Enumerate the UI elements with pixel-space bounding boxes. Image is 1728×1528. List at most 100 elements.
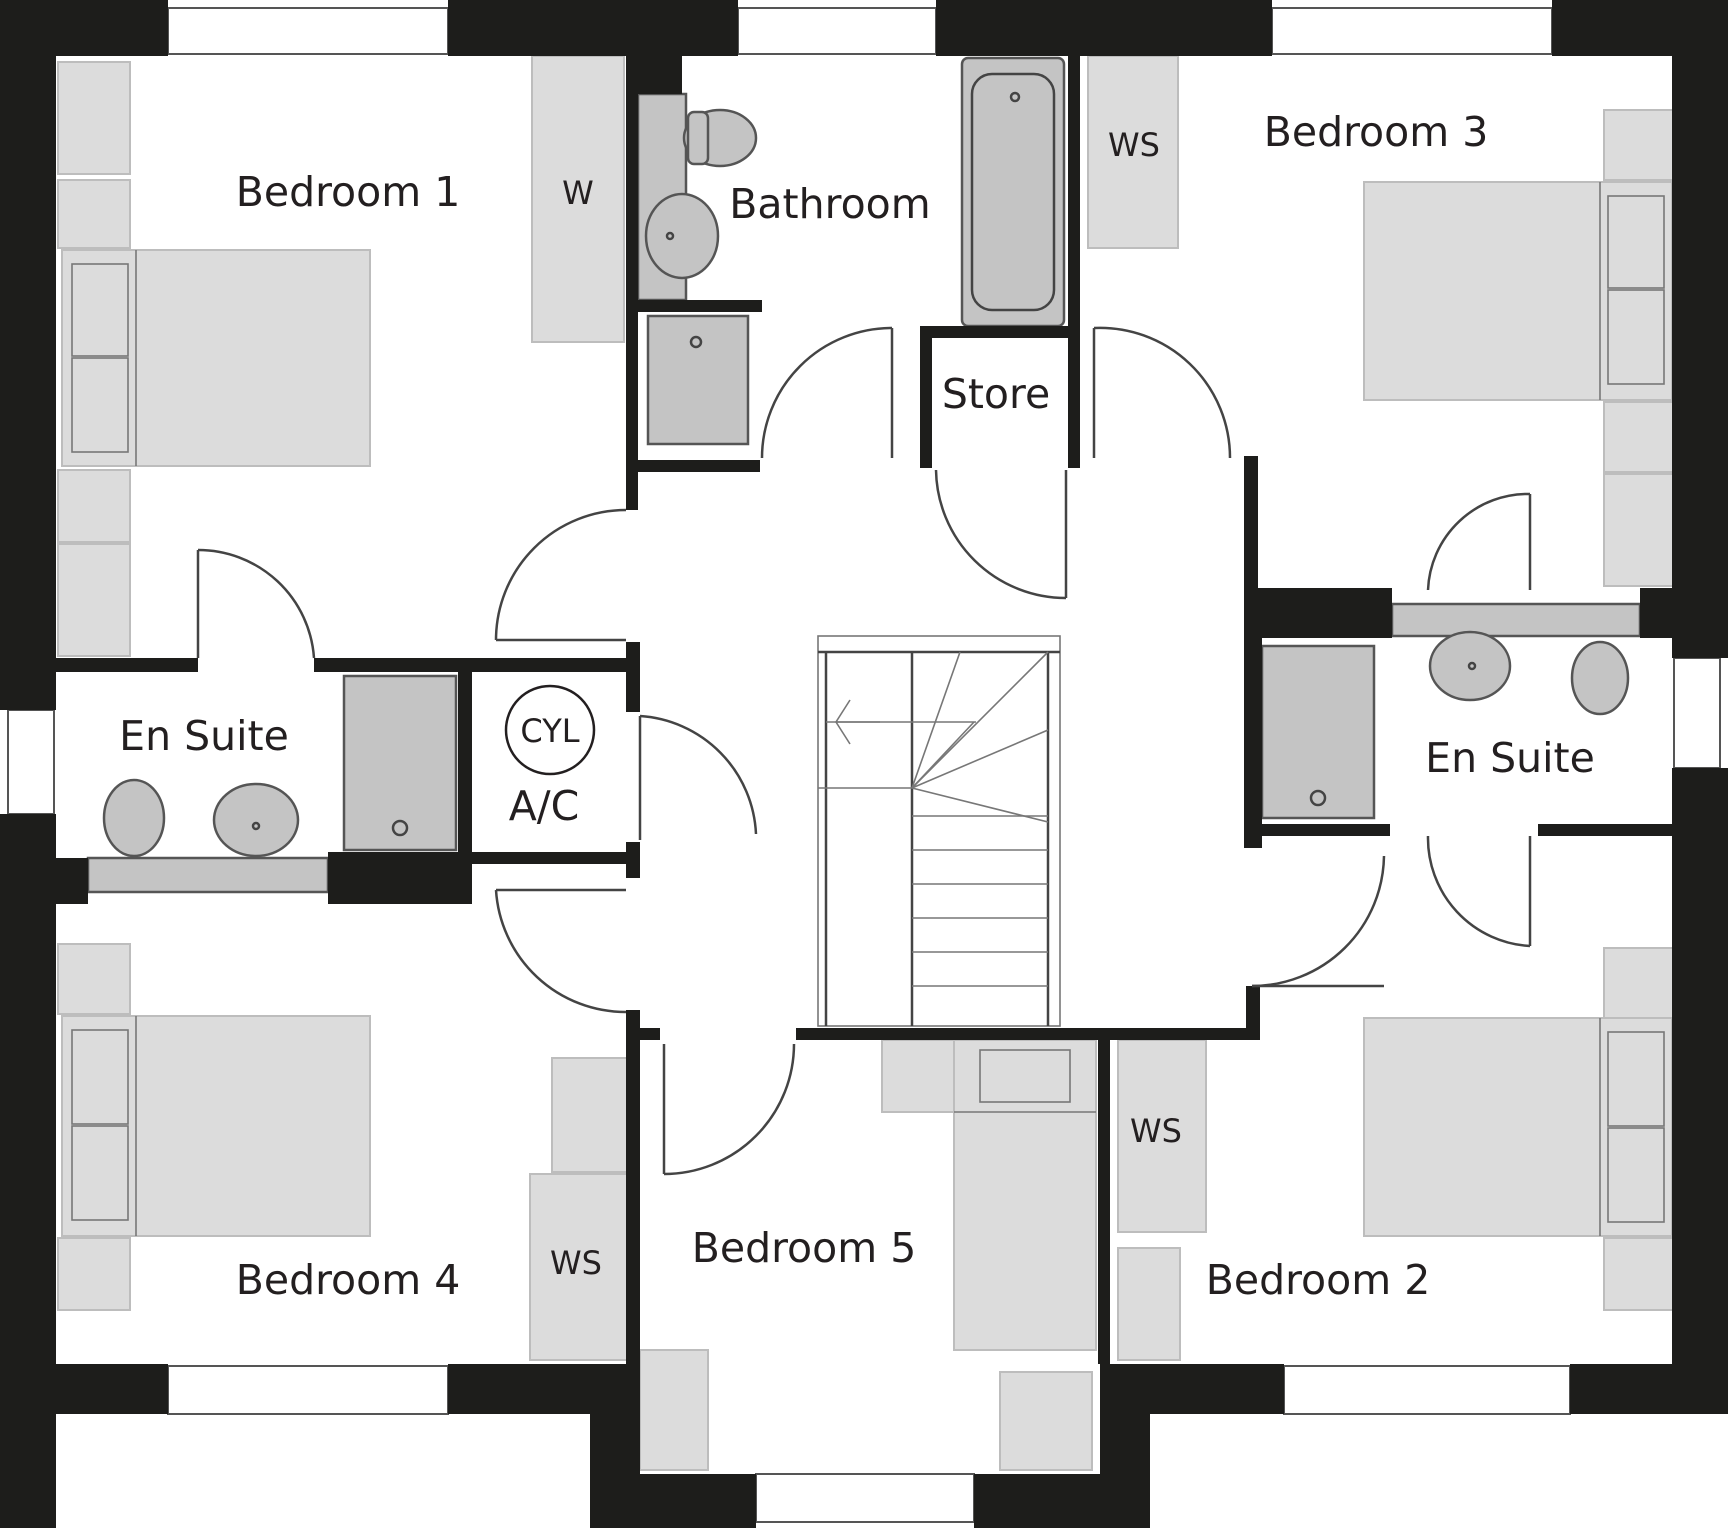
window xyxy=(1673,657,1721,769)
wall xyxy=(1244,638,1262,848)
bedside-table xyxy=(57,179,131,249)
window xyxy=(167,7,449,55)
bedside-table xyxy=(1603,109,1677,181)
wall xyxy=(638,56,682,94)
wall xyxy=(626,842,640,878)
bedside-table xyxy=(1603,947,1677,1019)
wall xyxy=(1246,986,1260,1040)
wall xyxy=(0,814,56,1528)
bedside-table xyxy=(57,1237,131,1311)
pillow xyxy=(1607,195,1665,289)
wall xyxy=(0,0,56,710)
pillow xyxy=(1607,289,1665,385)
toilet xyxy=(102,778,166,858)
wall xyxy=(638,460,760,472)
sanitary-fixtures xyxy=(86,56,1642,894)
wall xyxy=(638,300,762,312)
label-wardrobe-store: WS xyxy=(550,1244,602,1282)
label-cylinder: CYL xyxy=(520,712,579,750)
wall xyxy=(1100,1414,1150,1528)
wall xyxy=(1672,768,1728,1410)
wall xyxy=(0,1364,168,1414)
pillow xyxy=(71,263,129,357)
wall xyxy=(328,852,472,904)
wardrobe-store xyxy=(551,1057,629,1173)
dressing-table xyxy=(1117,1247,1181,1361)
basin xyxy=(212,782,300,858)
wall xyxy=(920,326,932,468)
wall xyxy=(626,56,638,510)
label-bedroom-2: Bedroom 2 xyxy=(1206,1256,1431,1304)
label-bedroom-3: Bedroom 3 xyxy=(1264,108,1489,156)
bedside-table xyxy=(57,943,131,1015)
wall xyxy=(1640,588,1728,638)
cylinder-circle xyxy=(504,684,596,776)
bedside-table xyxy=(1603,1237,1677,1311)
window xyxy=(7,709,55,815)
chest-of-drawers xyxy=(57,543,131,657)
pillow xyxy=(71,357,129,453)
bedside-table xyxy=(57,469,131,543)
pillow xyxy=(71,1029,129,1125)
wall xyxy=(56,658,198,672)
shower-tray xyxy=(646,314,750,446)
label-wardrobe-store: WS xyxy=(1108,126,1160,164)
windows xyxy=(7,7,1721,1523)
wall xyxy=(626,1010,640,1364)
wardrobe-store xyxy=(1117,1039,1207,1233)
chest-of-drawers xyxy=(639,1349,709,1471)
wall xyxy=(1244,456,1258,588)
chest-of-drawers xyxy=(1603,473,1677,587)
wall xyxy=(1262,824,1390,836)
wall xyxy=(1098,1040,1110,1364)
bath xyxy=(960,56,1066,328)
furniture xyxy=(57,55,1677,1471)
bed-details xyxy=(71,182,1665,1236)
window xyxy=(755,1473,975,1523)
labels: Bedroom 1 W Bathroom WS Bedroom 3 Store … xyxy=(119,108,1595,1304)
wardrobe-store xyxy=(1087,55,1179,249)
basin xyxy=(644,192,720,280)
toilet xyxy=(1570,640,1630,716)
wall xyxy=(314,658,636,672)
pillow xyxy=(71,1125,129,1221)
label-wardrobe: W xyxy=(562,174,594,212)
wall xyxy=(1570,1364,1728,1414)
bedside-table xyxy=(1603,401,1677,473)
wall xyxy=(796,1028,1260,1040)
pillow xyxy=(979,1049,1071,1103)
label-en-suite-left: En Suite xyxy=(119,712,289,760)
wall xyxy=(640,1028,660,1040)
shower-tray xyxy=(1260,644,1376,820)
wall xyxy=(626,642,640,712)
wall xyxy=(472,852,640,864)
single-bed xyxy=(953,1039,1097,1351)
staircase xyxy=(817,635,1061,1027)
wall xyxy=(56,858,88,904)
pillow xyxy=(1607,1031,1665,1127)
window xyxy=(1283,1365,1571,1415)
window xyxy=(1271,7,1553,55)
label-en-suite-right: En Suite xyxy=(1425,734,1595,782)
wall xyxy=(1100,1364,1284,1414)
wall xyxy=(1538,824,1672,836)
wall xyxy=(448,1364,640,1414)
wall xyxy=(1672,0,1728,658)
vanity-counter xyxy=(86,856,330,894)
bedside-table xyxy=(881,1039,955,1113)
chest-of-drawers xyxy=(999,1371,1093,1471)
wall xyxy=(1244,588,1392,638)
label-airing-cupboard: A/C xyxy=(509,782,580,830)
vanity-counter xyxy=(1390,602,1642,638)
double-bed xyxy=(1363,1017,1673,1237)
wall xyxy=(936,0,1272,56)
wall xyxy=(1068,56,1080,468)
label-store: Store xyxy=(942,370,1050,418)
shower-tray xyxy=(342,674,458,852)
wall xyxy=(458,672,472,852)
label-bedroom-5: Bedroom 5 xyxy=(692,1224,917,1272)
wall xyxy=(920,326,1080,338)
window xyxy=(737,7,937,55)
